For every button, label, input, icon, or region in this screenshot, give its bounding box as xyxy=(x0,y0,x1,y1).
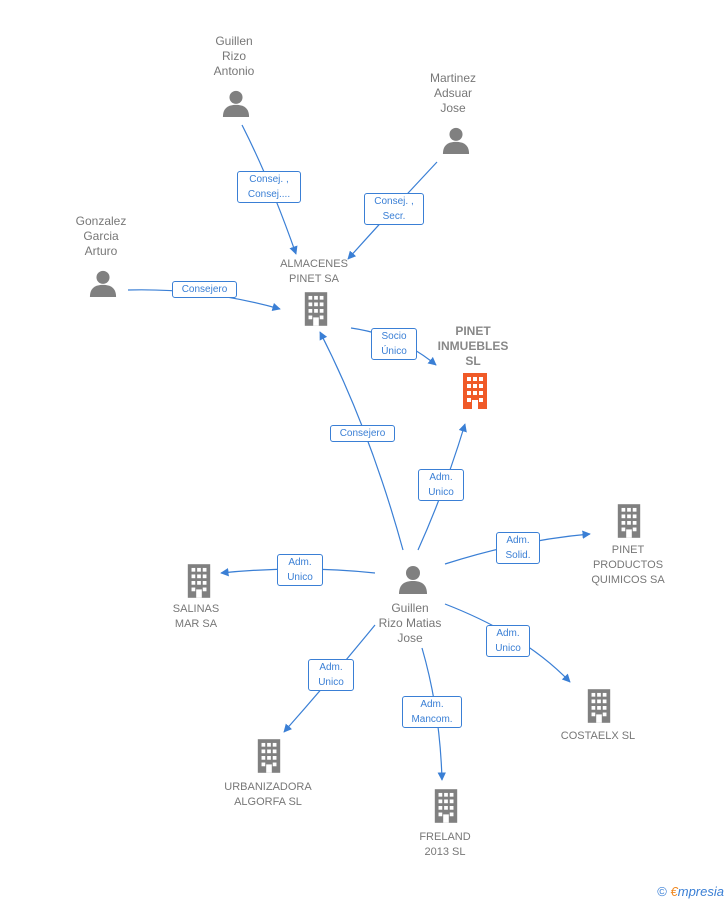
empresia-logo-text: mpresia xyxy=(677,884,724,899)
copyright-icon: © xyxy=(657,884,667,899)
person-icon xyxy=(442,127,470,154)
node-label-gonzalez-garcia-arturo[interactable]: Gonzalez Garcia Arturo xyxy=(75,214,127,258)
node-label-guillen-rizo-matias-jose[interactable]: Guillen Rizo Matias Jose xyxy=(378,601,442,645)
edge-label-consej[interactable]: Consej. , Consej.... xyxy=(237,171,301,203)
person-icon xyxy=(222,90,250,117)
edge-label-consejero[interactable]: Consejero xyxy=(172,281,237,298)
building-icon xyxy=(257,739,281,773)
edge-label-socio-unico[interactable]: Socio Único xyxy=(371,328,417,360)
node-label-pinet-inmuebles[interactable]: PINET INMUEBLES SL xyxy=(437,324,509,368)
node-label-martinez-adsuar-jose[interactable]: Martinez Adsuar Jose xyxy=(429,71,476,115)
edge-label-consejero[interactable]: Consejero xyxy=(330,425,395,442)
person-icon xyxy=(399,566,427,594)
edge-label-adm-unico[interactable]: Adm. Unico xyxy=(486,625,530,657)
node-label-freland[interactable]: FRELAND 2013 SL xyxy=(419,831,471,858)
building-icon xyxy=(463,373,487,409)
building-icon xyxy=(187,564,211,598)
node-label-pinet-productos[interactable]: PINET PRODUCTOS QUIMICOS SA xyxy=(591,544,665,586)
edge-label-adm-mancom[interactable]: Adm. Mancom. xyxy=(402,696,462,728)
edge-label-consej-secr[interactable]: Consej. , Secr. xyxy=(364,193,424,225)
node-label-guillen-rizo-antonio[interactable]: Guillen Rizo Antonio xyxy=(213,34,255,78)
edge-label-adm-solid[interactable]: Adm. Solid. xyxy=(496,532,540,564)
node-label-urbanizadora-algorfa[interactable]: URBANIZADORA ALGORFA SL xyxy=(224,781,312,808)
person-icon xyxy=(89,270,117,297)
building-icon xyxy=(587,689,611,723)
edge-label-adm-unico[interactable]: Adm. Unico xyxy=(418,469,464,501)
empresia-logo-initial: € xyxy=(670,884,678,899)
building-icon xyxy=(434,789,458,823)
empresia-watermark: © €mpresia xyxy=(657,884,724,899)
building-icon xyxy=(304,292,328,326)
building-icon xyxy=(617,504,641,538)
edge-label-adm-unico[interactable]: Adm. Unico xyxy=(308,659,354,691)
node-label-almacenes-pinet[interactable]: ALMACENES PINET SA xyxy=(280,258,348,285)
node-label-costaelx[interactable]: COSTAELX SL xyxy=(560,730,636,742)
node-label-salinas-mar[interactable]: SALINAS MAR SA xyxy=(172,603,220,630)
edge-label-adm-unico[interactable]: Adm. Unico xyxy=(277,554,323,586)
